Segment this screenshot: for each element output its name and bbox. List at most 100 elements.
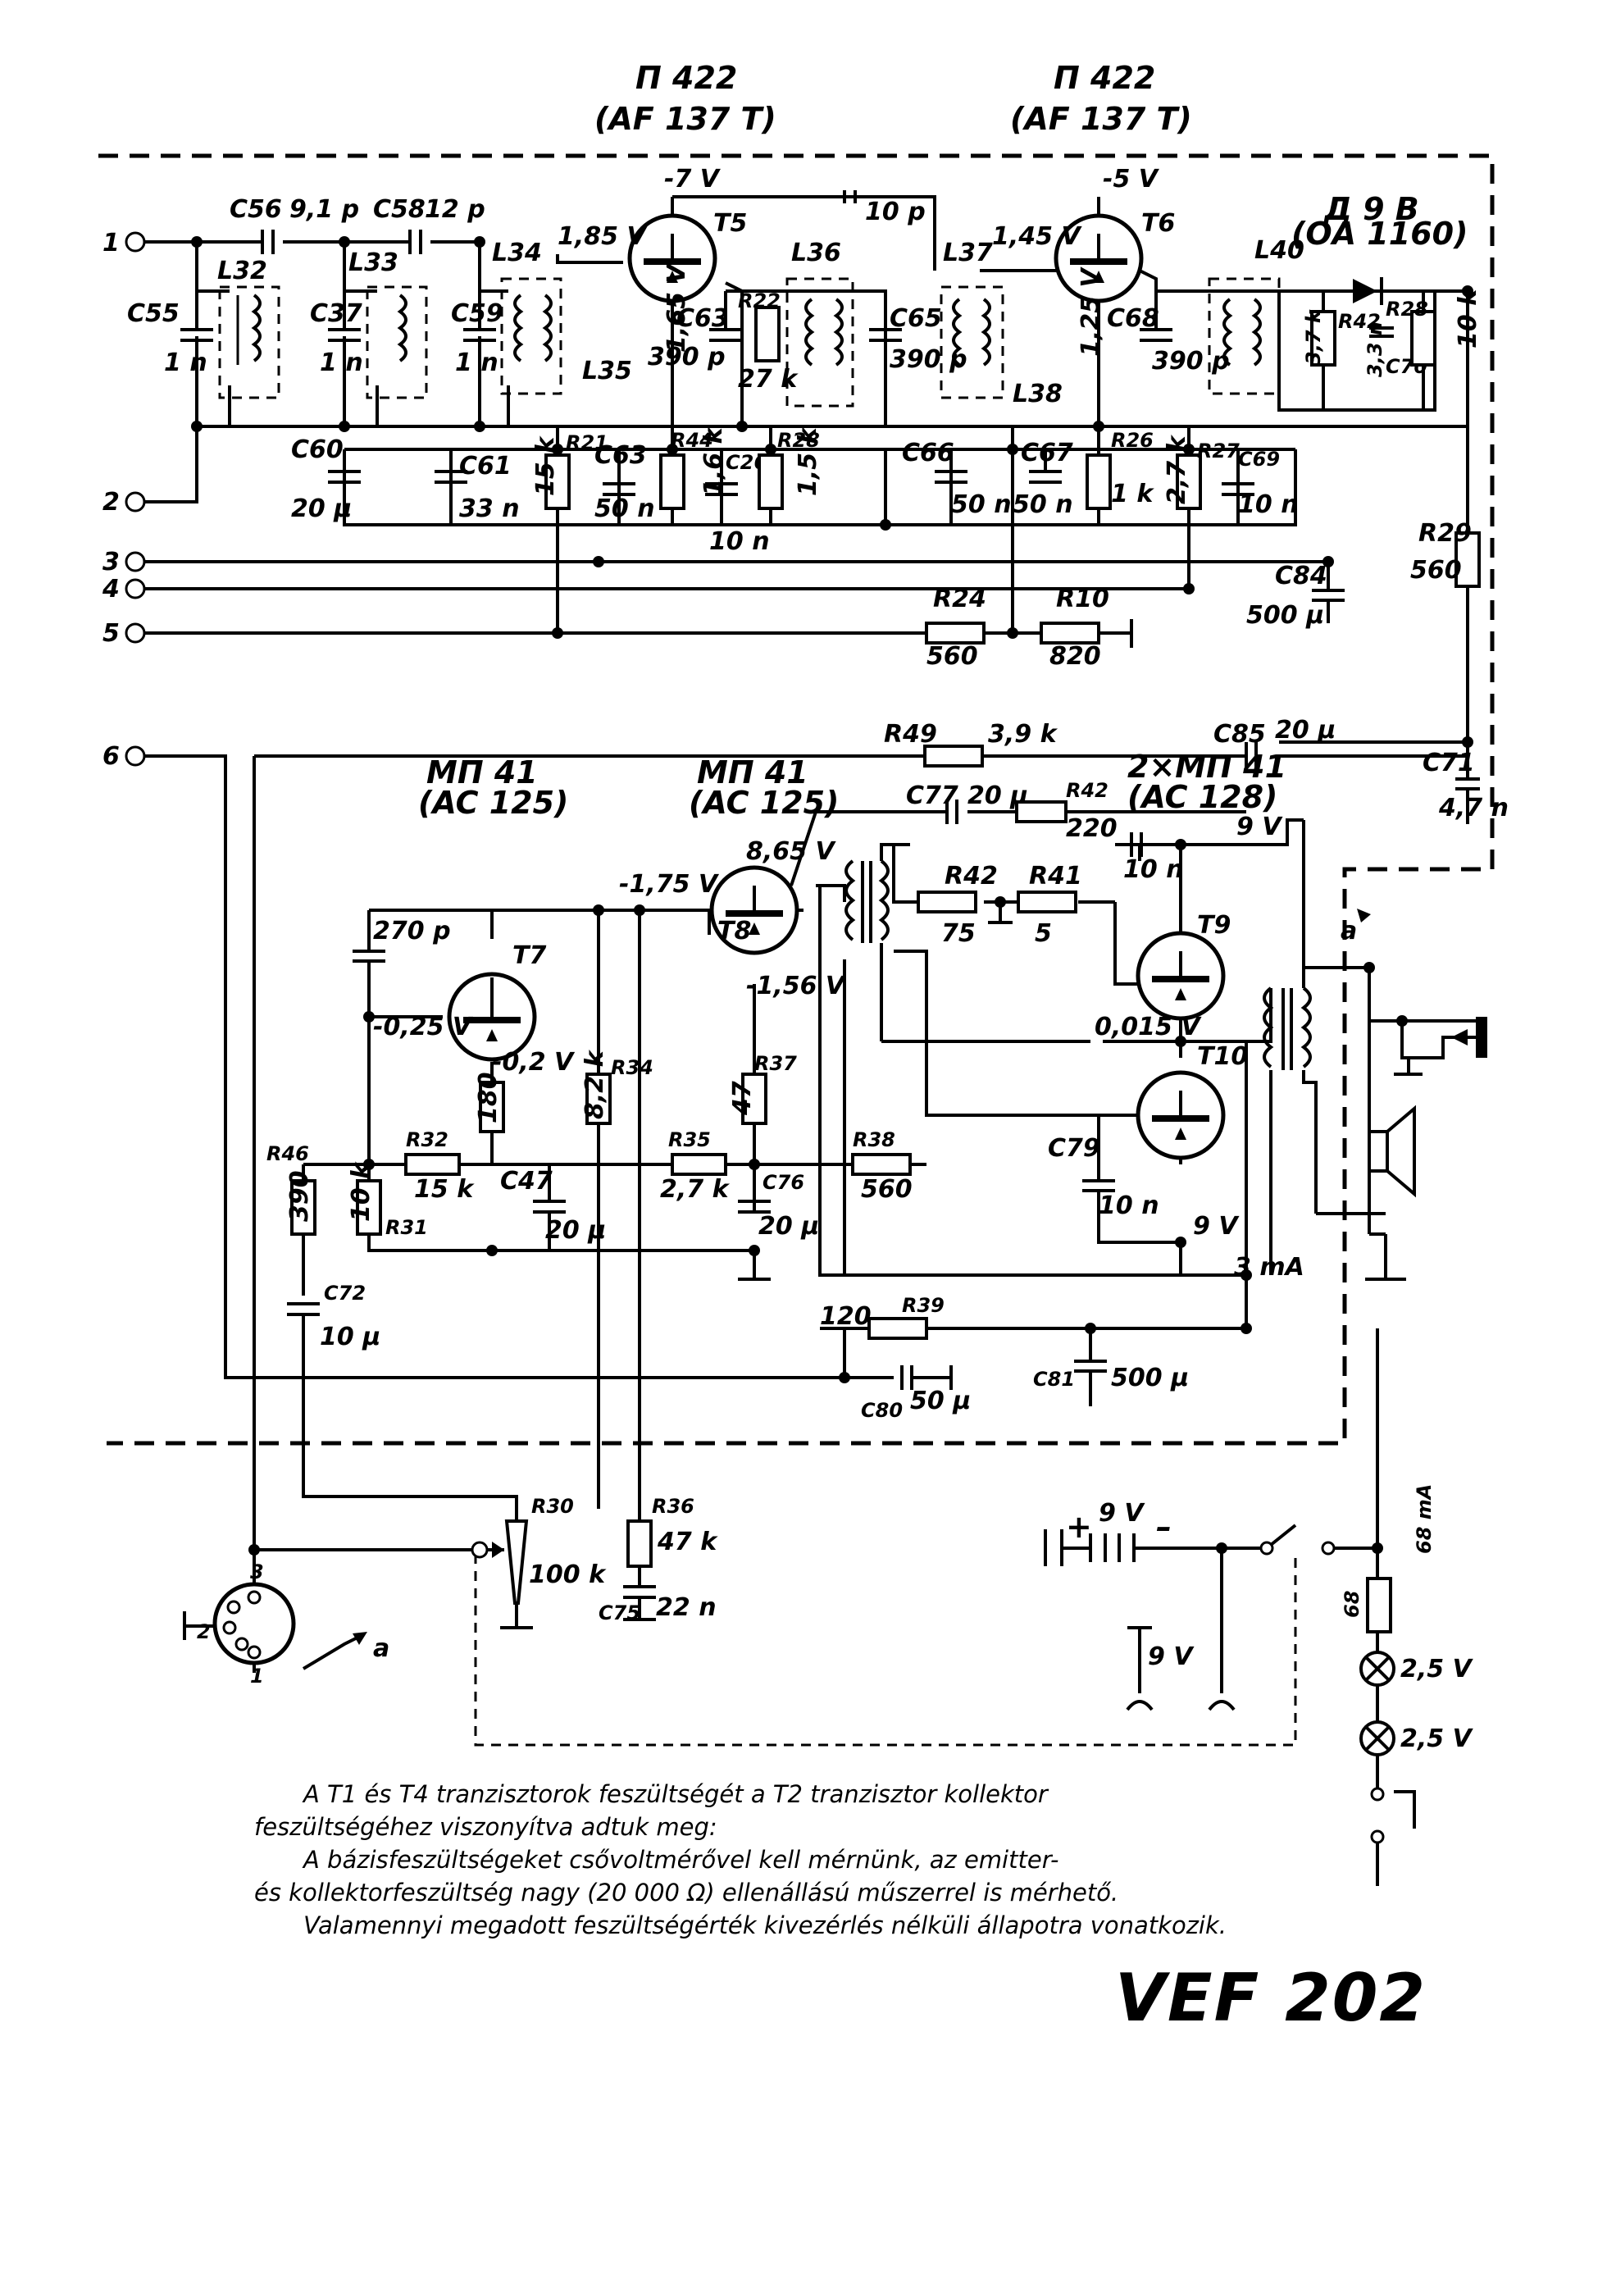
svg-text:9 V: 9 V (1099, 1499, 1145, 1528)
r10-resistor (1040, 622, 1100, 645)
svg-text:1: 1 (250, 1665, 264, 1688)
r39-resistor (867, 1317, 928, 1340)
svg-text:560: 560 (1410, 556, 1462, 585)
t6-type: П 422 (1054, 60, 1155, 96)
r31-resistor (356, 1179, 382, 1236)
svg-text:3,9 k: 3,9 k (988, 720, 1058, 749)
r68-resistor (1366, 1577, 1392, 1633)
svg-text:390 p: 390 p (1152, 347, 1230, 376)
t10-transistor (1136, 1070, 1226, 1160)
svg-text:1,65 V: 1,65 V (662, 262, 691, 353)
note-line-4: és kollektorfeszültség nagy (20 000 Ω) e… (254, 1879, 1119, 1906)
t5-equiv: (AF 137 T) (594, 101, 776, 137)
svg-text:1,45 V: 1,45 V (992, 222, 1082, 251)
svg-text:2: 2 (197, 1620, 211, 1643)
svg-text:L34: L34 (492, 239, 542, 267)
svg-text:1,25 V: 1,25 V (1077, 266, 1105, 357)
svg-text:390: 390 (285, 1170, 314, 1222)
svg-text:10 μ: 10 μ (320, 1323, 380, 1351)
svg-text:R32: R32 (406, 1128, 448, 1151)
svg-text:9,1 p: 9,1 p (289, 195, 359, 224)
svg-text:9 V: 9 V (1236, 813, 1283, 841)
svg-text:20 μ: 20 μ (758, 1212, 819, 1241)
svg-text:C56: C56 (230, 195, 282, 224)
r32-resistor (404, 1153, 461, 1176)
svg-text:C72: C72 (324, 1282, 366, 1305)
svg-text:T10: T10 (1197, 1042, 1248, 1071)
r42c-resistor (917, 891, 977, 913)
svg-text:15 k: 15 k (414, 1175, 475, 1204)
note-line-3: A bázisfeszültségeket csővoltmérővel kel… (303, 1846, 1059, 1874)
svg-text:3,3 n: 3,3 n (1363, 321, 1386, 377)
svg-text:3: 3 (250, 1560, 264, 1583)
svg-text:R42: R42 (945, 862, 998, 891)
svg-text:R34: R34 (611, 1056, 653, 1079)
notes-block: A T1 és T4 tranzisztorok feszültségét a … (254, 1778, 1386, 1942)
svg-text:R38: R38 (853, 1128, 895, 1151)
svg-text:R28: R28 (1386, 298, 1428, 321)
svg-text:560: 560 (926, 642, 978, 671)
r27-resistor (1176, 453, 1202, 510)
svg-text:2,5 V: 2,5 V (1400, 1724, 1474, 1753)
svg-text:3: 3 (102, 548, 120, 576)
svg-text:C67: C67 (1021, 439, 1073, 467)
c66-capacitor (935, 449, 967, 484)
t7-transistor (447, 972, 537, 1062)
svg-text:C81: C81 (1033, 1368, 1075, 1391)
svg-text:T7: T7 (512, 941, 546, 970)
c69-capacitor (1222, 463, 1254, 496)
svg-text:68 mA: 68 mA (1413, 1484, 1436, 1554)
svg-text:75: 75 (941, 919, 976, 948)
svg-text:R21: R21 (566, 431, 608, 454)
c55-capacitor (180, 291, 213, 342)
svg-text:47 k: 47 k (657, 1528, 718, 1556)
svg-text:C47: C47 (500, 1167, 553, 1196)
svg-text:100 k: 100 k (529, 1560, 607, 1589)
svg-text:2,7 k: 2,7 k (660, 1175, 731, 1204)
svg-text:C71: C71 (1423, 749, 1475, 777)
l33-coil (366, 285, 428, 399)
svg-text:R39: R39 (902, 1294, 945, 1317)
svg-text:-0,25 V: -0,25 V (373, 1013, 474, 1041)
r36-resistor (626, 1519, 653, 1568)
svg-text:-1,75 V: -1,75 V (619, 870, 720, 899)
svg-text:10 k: 10 k (1454, 288, 1482, 348)
r41-resistor (1017, 891, 1077, 913)
note-line-5: Valamennyi megadott feszültségérték kive… (303, 1911, 1227, 1939)
svg-text:1 n: 1 n (455, 348, 498, 377)
svg-text:1 n: 1 n (164, 348, 207, 377)
svg-text:T8: T8 (717, 917, 751, 945)
t5-transistor (627, 213, 717, 303)
svg-text:C69: C69 (1238, 448, 1280, 471)
svg-text:9 V: 9 V (1148, 1642, 1195, 1671)
svg-text:R44: R44 (671, 429, 713, 452)
svg-text:10 p: 10 p (865, 198, 926, 226)
svg-text:1 k: 1 k (1111, 480, 1154, 508)
svg-text:20 μ: 20 μ (291, 494, 352, 523)
svg-text:10 n: 10 n (1123, 855, 1184, 884)
t6-equiv: (AF 137 T) (1010, 101, 1192, 137)
svg-text:560: 560 (861, 1175, 913, 1204)
svg-text:C60: C60 (291, 435, 344, 464)
c63a-capacitor (603, 463, 635, 496)
svg-text:-1,56 V: -1,56 V (746, 972, 847, 1000)
svg-text:27 k: 27 k (738, 365, 799, 394)
svg-text:2,5 V: 2,5 V (1400, 1655, 1474, 1683)
svg-text:1: 1 (102, 229, 120, 257)
svg-text:C75: C75 (599, 1601, 640, 1624)
svg-text:(AC 125): (AC 125) (689, 785, 839, 821)
svg-text:C55: C55 (127, 299, 180, 328)
svg-text:1 n: 1 n (320, 348, 363, 377)
r42b-resistor (1015, 800, 1068, 823)
c61-capacitor (435, 449, 467, 484)
svg-text:R22: R22 (738, 289, 781, 312)
svg-text:390 p: 390 p (648, 343, 726, 371)
r35-resistor (671, 1153, 727, 1176)
bottom-wiring (183, 1495, 1416, 1886)
svg-text:50 μ: 50 μ (910, 1387, 971, 1415)
svg-text:180: 180 (474, 1072, 503, 1123)
svg-text:a: a (373, 1634, 389, 1663)
svg-text:L37: L37 (943, 239, 993, 267)
svg-text:R10: R10 (1056, 585, 1109, 613)
c68-capacitor (1140, 291, 1172, 342)
